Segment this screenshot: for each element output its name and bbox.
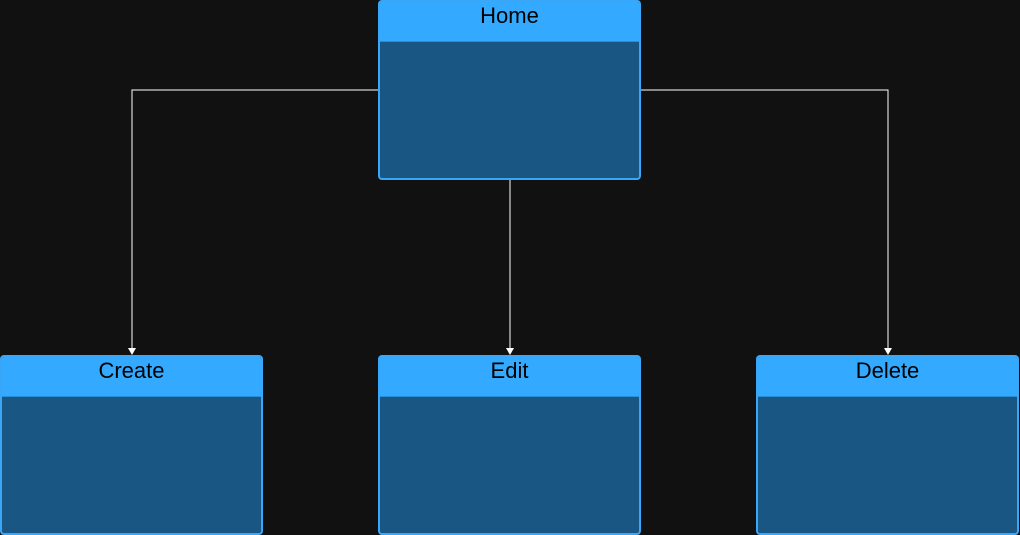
edge-home-to-create [131,89,378,349]
arrowhead-delete [884,348,892,355]
node-edit-title: Edit [380,357,639,397]
node-edit[interactable]: Edit [378,355,641,535]
node-home[interactable]: Home [378,0,641,180]
node-create-title: Create [2,357,261,397]
node-delete[interactable]: Delete [756,355,1019,535]
node-home-title: Home [380,2,639,42]
node-delete-title: Delete [758,357,1017,397]
arrowhead-edit [506,348,514,355]
arrowhead-create [128,348,136,355]
edge-home-to-delete [641,89,889,349]
node-create[interactable]: Create [0,355,263,535]
